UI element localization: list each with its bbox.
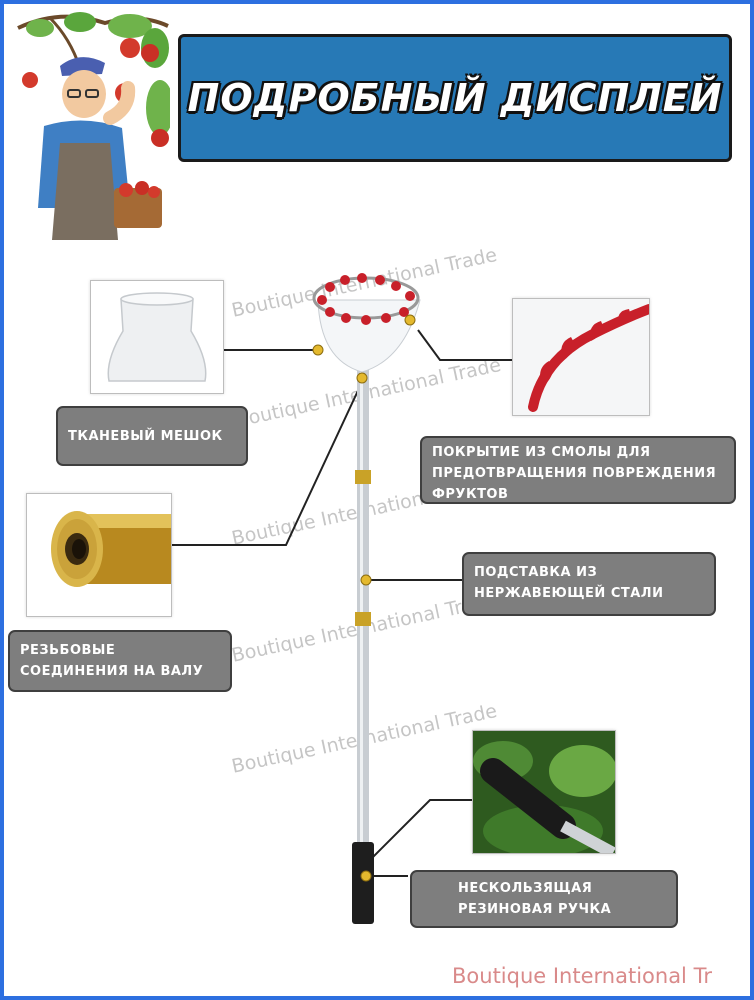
fabric-bag-icon [91, 281, 223, 393]
thread-photo [26, 493, 172, 617]
title-banner: ПОДРОБНЫЙ ДИСПЛЕЙ [178, 34, 732, 162]
handle-photo [472, 730, 616, 854]
label-resin-coating: ПОКРЫТИЕ ИЗ СМОЛЫ ДЛЯ ПРЕДОТВРАЩЕНИЯ ПОВ… [420, 436, 736, 504]
farmer-illustration [10, 8, 170, 240]
rubber-handle-icon [473, 731, 615, 853]
resin-photo [512, 298, 650, 416]
label-fabric-bag: ТКАНЕВЫЙ МЕШОК [56, 406, 248, 466]
bag-photo [90, 280, 224, 394]
page-title: ПОДРОБНЫЙ ДИСПЛЕЙ [187, 76, 723, 120]
label-threaded-connections: РЕЗЬБОВЫЕ СОЕДИНЕНИЯ НА ВАЛУ [8, 630, 232, 692]
resin-claws-icon [513, 299, 649, 415]
footer-watermark: Boutique International Tr [452, 964, 712, 988]
label-steel-stand: ПОДСТАВКА ИЗ НЕРЖАВЕЮЩЕЙ СТАЛИ [462, 552, 716, 616]
threaded-connector-icon [27, 494, 171, 616]
label-rubber-handle: НЕСКОЛЬЗЯЩАЯ РЕЗИНОВАЯ РУЧКА [410, 870, 678, 928]
